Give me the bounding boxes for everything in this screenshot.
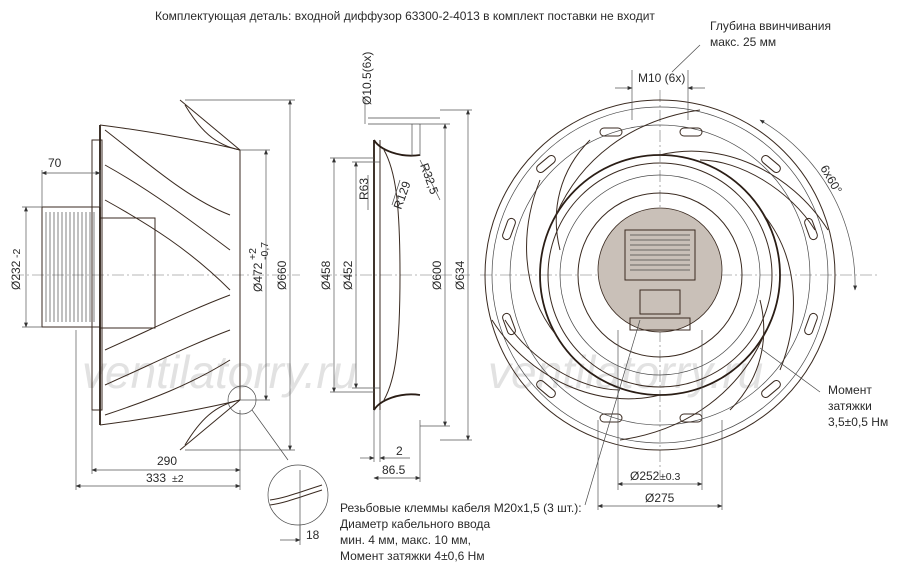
dim-232-label: Ø232 (9, 260, 23, 290)
dim-600-label: Ø600 (430, 260, 444, 290)
cable-note: Резьбовые клеммы кабеля M20x1,5 (3 шт.):… (340, 319, 641, 563)
cable-note-line1: Резьбовые клеммы кабеля M20x1,5 (3 шт.): (340, 501, 582, 515)
cable-note-line3: мин. 4 мм, макс. 10 мм, (340, 533, 471, 547)
dim-2: 2 (360, 410, 410, 462)
r129-label: R129 (391, 179, 414, 211)
r63-label: R63 (357, 178, 371, 200)
dim-232-tol: -2 (11, 249, 23, 258)
cable-note-line4: Момент затяжки 4±0,6 Нм (340, 549, 485, 563)
dim-10-5: Ø10.5(6x) (360, 52, 374, 124)
dim-86-5: 86.5 (373, 420, 421, 482)
cable-note-line2: Диаметр кабельного ввода (340, 517, 490, 531)
dim-86-5-label: 86.5 (382, 463, 406, 477)
depth-note-line2: макс. 25 мм (710, 35, 776, 49)
torque-note-line2: затяжки (828, 399, 872, 413)
dim-angle-label: 6x60° (817, 163, 845, 197)
dim-18-label: 18 (306, 528, 320, 542)
inlet-ring-view (320, 117, 470, 411)
watermark-left: ventilatorry.ru (82, 346, 357, 398)
dim-452-label: Ø452 (341, 260, 355, 290)
dim-634: Ø634 (440, 109, 472, 441)
dim-m10: M10 (6x) (615, 70, 705, 120)
dim-232: Ø232 -2 (9, 206, 42, 328)
dim-660-label: Ø660 (275, 260, 289, 290)
torque-note-line1: Момент (828, 383, 872, 397)
mount-slots (502, 127, 818, 423)
dim-angle: 6x60° (759, 119, 858, 291)
dim-600: Ø600 (420, 123, 450, 427)
dim-252-tol: ±0.3 (660, 471, 681, 483)
dim-333-tol: ±2 (172, 473, 184, 485)
dim-458: Ø458 (319, 157, 374, 393)
torque-note: Момент затяжки 3,5±0,5 Нм (759, 347, 888, 429)
radius-labels: R63 R129 R32,5 (357, 159, 441, 211)
dim-333-label: 333 (146, 471, 166, 485)
depth-note: Глубина ввинчивания макс. 25 мм (671, 19, 831, 73)
dim-m10-label: M10 (6x) (638, 71, 685, 85)
dim-10-5-label: Ø10.5(6x) (360, 52, 374, 105)
depth-note-line1: Глубина ввинчивания (710, 19, 831, 33)
dim-458-label: Ø458 (319, 260, 333, 290)
dim-290: 290 (91, 410, 241, 474)
dim-660: Ø660 (185, 99, 295, 451)
dim-472: Ø472 +2 -0,7 (240, 149, 271, 401)
torque-note-line3: 3,5±0,5 Нм (828, 415, 888, 429)
dim-70: 70 (41, 156, 101, 207)
front-view (480, 90, 880, 480)
dim-252-label: Ø252 (630, 469, 660, 483)
top-note: Комплектующая деталь: входной диффузор 6… (155, 9, 655, 23)
side-view (12, 99, 329, 540)
dim-472-tol-low: -0,7 (259, 242, 271, 260)
dim-2-label: 2 (396, 444, 403, 458)
dim-290-label: 290 (157, 454, 177, 468)
dim-252: Ø252 ±0.3 (617, 330, 703, 490)
motor-hub (597, 207, 723, 333)
dim-275: Ø275 (597, 420, 723, 510)
dim-275-label: Ø275 (645, 491, 675, 505)
dim-472-label: Ø472 (251, 262, 265, 292)
dim-18: 18 (280, 525, 320, 545)
dim-452: Ø452 (341, 161, 380, 389)
dim-472-tol-up: +2 (247, 248, 259, 260)
dim-634-label: Ø634 (453, 260, 467, 290)
dim-333: 333 ±2 (75, 330, 241, 490)
dim-70-label: 70 (48, 156, 62, 170)
